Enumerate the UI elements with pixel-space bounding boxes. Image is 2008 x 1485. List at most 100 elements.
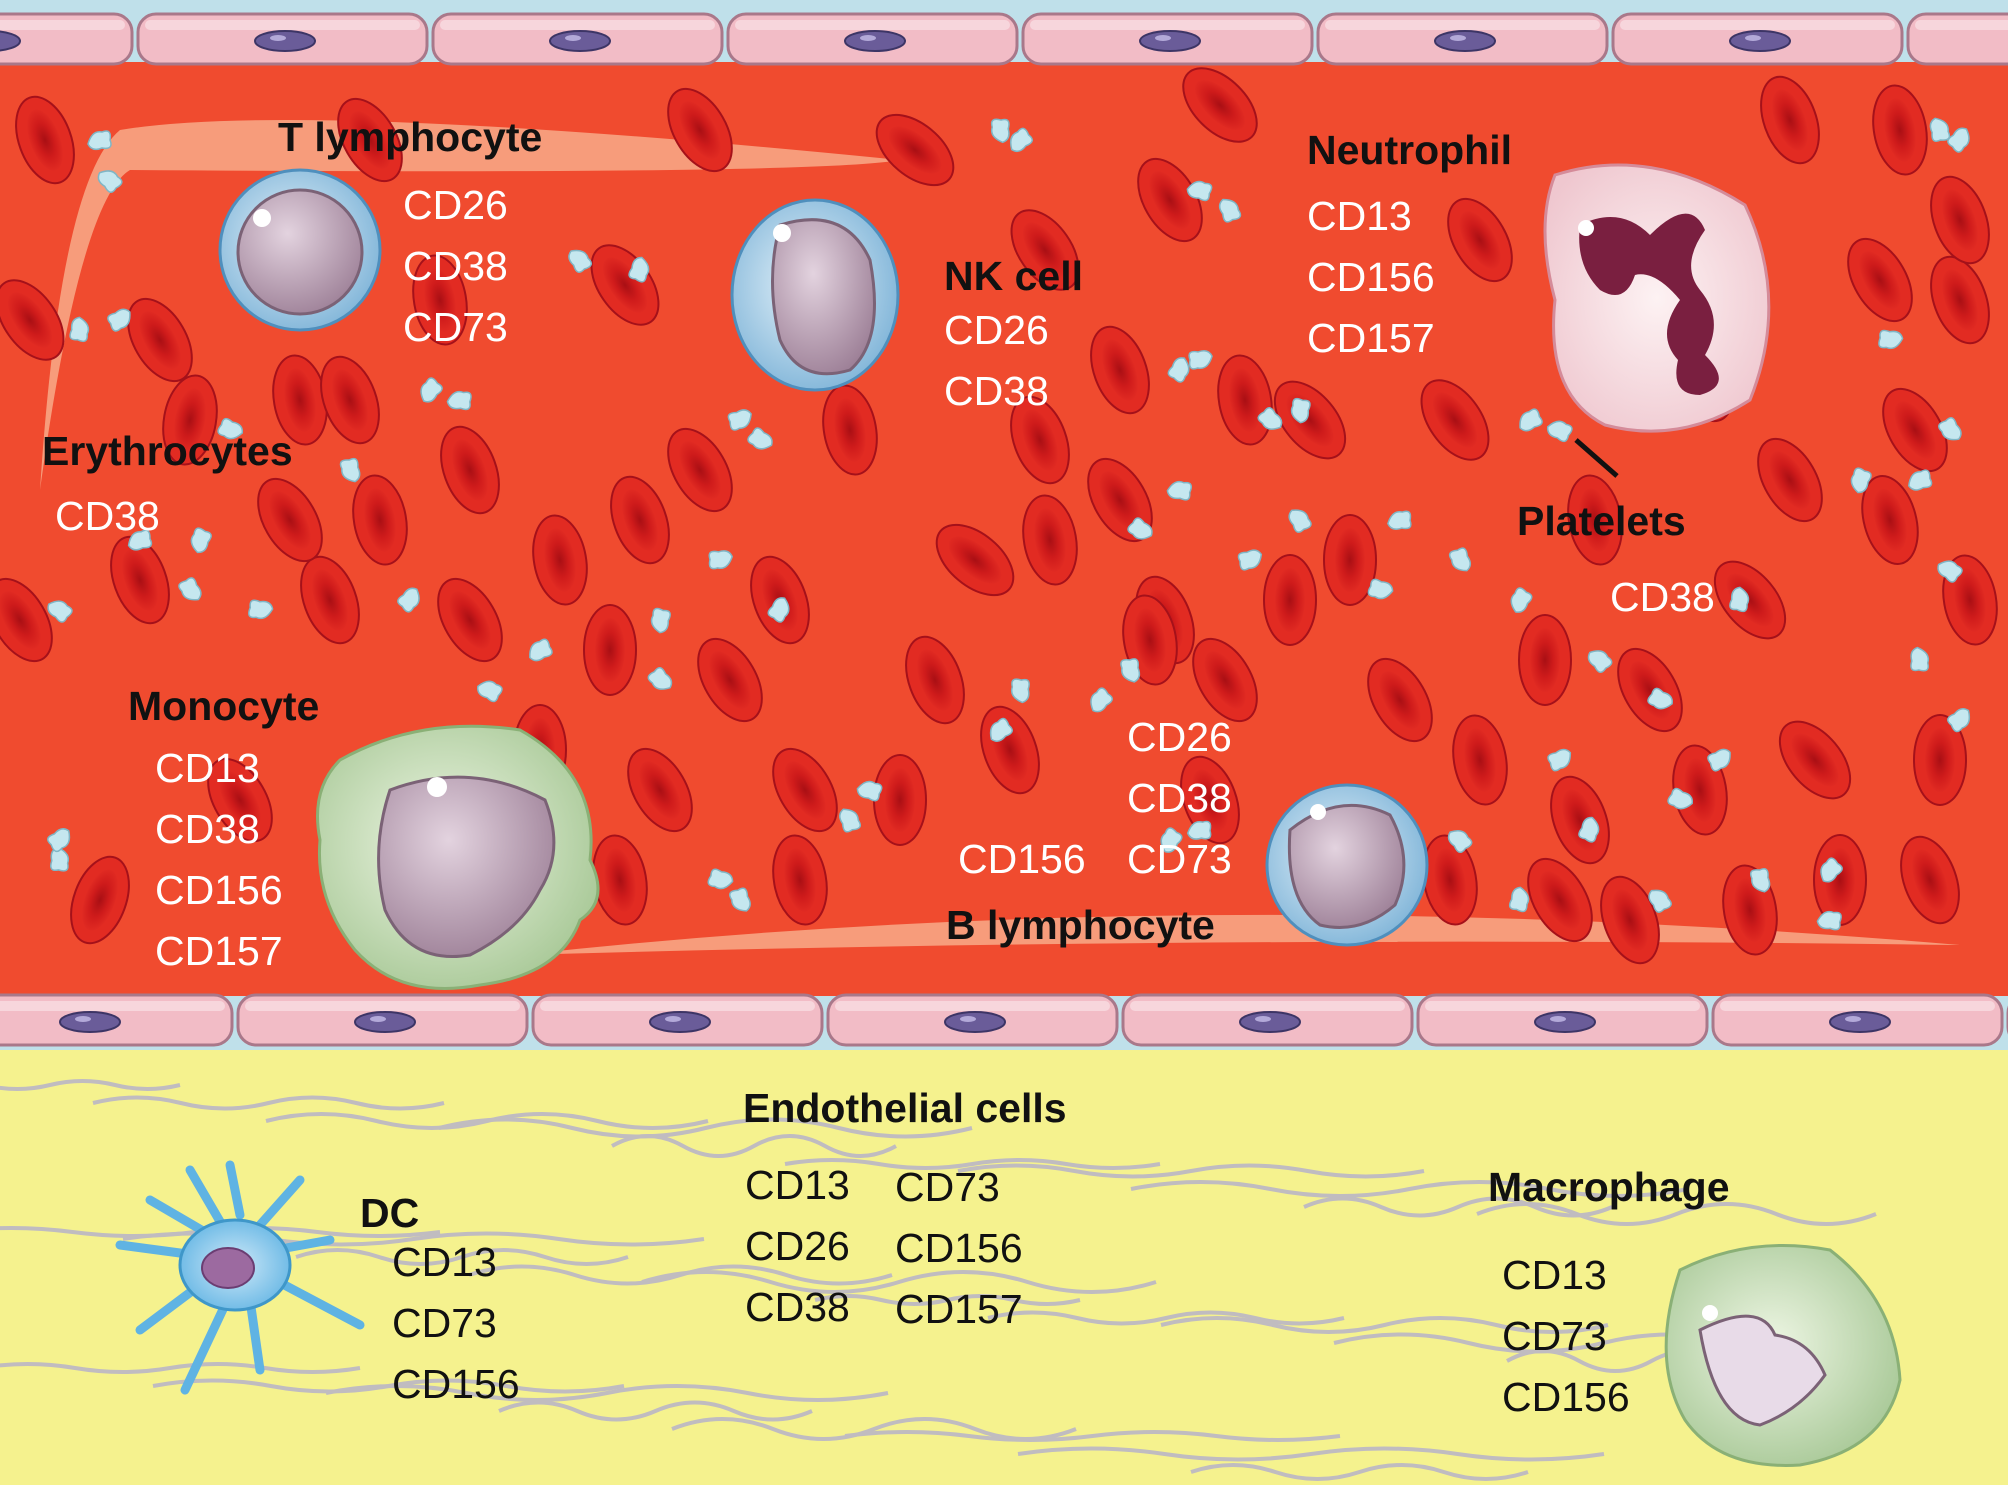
b-lymphocyte-title: B lymphocyte xyxy=(946,902,1215,948)
endothelial-cell xyxy=(1711,993,2004,1047)
marker-label: CD157 xyxy=(1307,315,1435,361)
platelet xyxy=(767,597,790,623)
platelet xyxy=(1218,198,1242,223)
platelet xyxy=(1257,407,1283,430)
marker-label: CD73 xyxy=(403,304,508,350)
platelet xyxy=(1647,687,1673,710)
tissue-fiber xyxy=(844,1430,1341,1442)
endothelial-cell xyxy=(0,993,234,1047)
platelet xyxy=(1508,886,1530,913)
endothelial-cell xyxy=(1611,12,1904,66)
platelet xyxy=(727,409,752,431)
marker-label: CD156 xyxy=(958,836,1086,882)
platelet xyxy=(1667,787,1694,810)
erythrocyte xyxy=(875,113,955,187)
erythrocyte xyxy=(583,604,637,696)
platelet xyxy=(1127,517,1153,540)
platelets-markers: CD38 xyxy=(1610,567,1715,628)
platelet xyxy=(708,550,733,570)
dc-markers: CD13 CD73 CD156 xyxy=(392,1232,520,1415)
endothelial-cell xyxy=(826,993,1119,1047)
tissue-fiber xyxy=(92,1095,445,1111)
erythrocyte xyxy=(822,384,878,476)
erythrocyte xyxy=(440,425,500,515)
platelet xyxy=(1878,329,1904,350)
erythrocyte xyxy=(1182,67,1258,143)
platelet xyxy=(647,667,673,690)
marker-label: CD157 xyxy=(155,928,283,974)
tissue-fiber xyxy=(295,1248,629,1266)
tissue-fiber xyxy=(784,1158,1161,1170)
erythrocyte xyxy=(1930,255,1990,345)
erythrocyte xyxy=(1452,714,1508,806)
t-lymphocyte-markers: CD26 CD38 CD73 xyxy=(403,175,508,358)
platelet xyxy=(178,577,202,601)
erythrocyte xyxy=(667,427,733,513)
platelet xyxy=(729,887,751,912)
platelet xyxy=(87,130,112,151)
marker-label: CD38 xyxy=(745,1284,850,1330)
erythrocyte xyxy=(272,354,328,446)
erythrocyte xyxy=(352,474,408,566)
platelet xyxy=(1290,397,1311,424)
platelet xyxy=(1009,127,1033,153)
erythrocyte xyxy=(320,355,380,445)
macrophage-cell xyxy=(1664,1244,1902,1467)
marker-label: CD26 xyxy=(1127,714,1232,760)
platelet xyxy=(248,599,274,620)
marker-label: CD156 xyxy=(392,1361,520,1407)
platelet xyxy=(529,638,553,662)
platelet xyxy=(1237,549,1263,571)
marker-label: CD156 xyxy=(895,1225,1023,1271)
erythrocyte xyxy=(1930,175,1990,265)
erythrocyte xyxy=(1527,857,1593,943)
platelet xyxy=(1910,646,1930,672)
erythrocyte xyxy=(592,834,648,926)
nk-cell xyxy=(730,198,900,392)
erythrocyte xyxy=(0,577,53,663)
platelet xyxy=(1510,587,1533,613)
erythrocyte xyxy=(15,95,75,185)
platelet xyxy=(1288,509,1312,533)
platelet xyxy=(1188,350,1213,370)
erythrocyte xyxy=(627,747,693,833)
marker-label: CD26 xyxy=(944,307,1049,353)
endothelial-row-bottom xyxy=(0,993,2008,1047)
platelet xyxy=(339,457,361,483)
platelet xyxy=(127,529,153,551)
erythrocyte xyxy=(437,577,503,663)
platelets-pointer-line xyxy=(1574,438,1619,478)
platelet xyxy=(747,427,773,450)
erythrocyte xyxy=(1420,379,1490,461)
erythrocyte xyxy=(1900,835,1960,925)
platelet xyxy=(47,600,73,623)
tissue-fiber xyxy=(1017,1446,1605,1462)
tissue-fiber xyxy=(987,1310,1345,1326)
endothelial-cell xyxy=(136,12,429,66)
platelet xyxy=(217,417,244,440)
tissue-fiber xyxy=(1160,1316,1609,1334)
erythrocyte xyxy=(1217,354,1273,446)
marker-label: CD73 xyxy=(895,1164,1000,1210)
tissue-fiber xyxy=(1476,1202,1877,1226)
marker-label: CD38 xyxy=(55,493,160,539)
erythrocyte xyxy=(0,279,65,361)
platelet xyxy=(97,170,123,193)
erythrocyte xyxy=(1122,594,1178,686)
erythrocyte-group xyxy=(0,67,1998,965)
macrophage-title: Macrophage xyxy=(1488,1164,1730,1210)
platelet xyxy=(1820,857,1843,883)
platelets-title: Platelets xyxy=(1517,498,1686,544)
platelet xyxy=(47,828,71,853)
nk-cell-markers: CD26 CD38 xyxy=(944,300,1049,422)
platelet xyxy=(1929,117,1951,143)
platelet xyxy=(1648,889,1672,913)
marker-label: CD73 xyxy=(1127,836,1232,882)
b-lymphocyte-cell xyxy=(1265,783,1429,947)
dc-title: DC xyxy=(360,1190,420,1236)
flow-streak-bottom xyxy=(520,914,1960,955)
erythrocyte xyxy=(1847,237,1913,323)
platelet xyxy=(1729,586,1750,613)
platelet xyxy=(1578,816,1600,843)
